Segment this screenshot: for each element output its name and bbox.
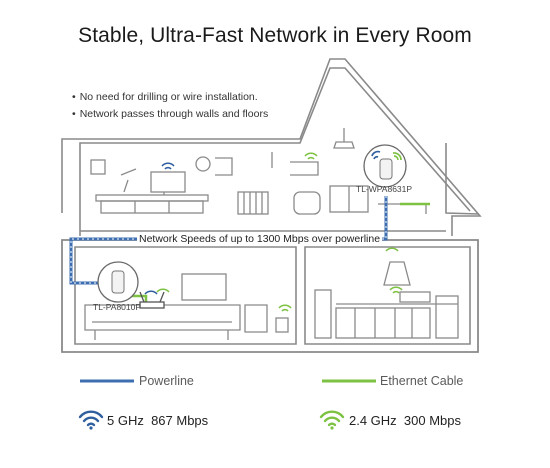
living-room-furniture — [84, 273, 289, 340]
wifi-icon-living-green — [156, 288, 292, 312]
powerline-cable-dots — [70, 196, 387, 284]
router-icon — [139, 291, 165, 309]
banner-text: Network Speeds of up to 1300 Mbps over p… — [137, 233, 383, 245]
wifi-icon-living — [144, 290, 158, 295]
wifi-icon-kitchen — [385, 247, 403, 294]
wifi-5ghz-icon — [371, 150, 381, 160]
speed-5ghz-label: 5 GHz 867 Mbps — [107, 413, 209, 428]
pa8010p-device — [111, 270, 125, 294]
legend-ethernet-label: Ethernet Cable — [380, 374, 464, 388]
device-label-downstairs: TL-PA8010P — [93, 302, 142, 312]
device-label-upstairs: TL-WPA8631P — [356, 184, 413, 194]
speed-24ghz-label: 2.4 GHz 300 Mbps — [349, 413, 461, 428]
page-title: Stable, Ultra-Fast Network in Every Room — [78, 24, 472, 47]
wifi-24ghz-legend-icon — [319, 410, 345, 427]
bullet-item: Network passes through walls and floors — [72, 106, 269, 123]
feature-bullets: No need for drilling or wire installatio… — [72, 89, 269, 123]
wpa8631p-device — [379, 158, 393, 180]
legend-powerline-label: Powerline — [139, 374, 194, 388]
wifi-5ghz-legend-icon — [78, 410, 104, 427]
wifi-icon-upstairs — [161, 162, 175, 170]
kitchen-furniture — [314, 261, 459, 339]
bullet-item: No need for drilling or wire installatio… — [72, 89, 268, 106]
wifi-icon-upstairs-green — [304, 152, 318, 160]
wifi-24ghz-icon — [392, 152, 402, 161]
